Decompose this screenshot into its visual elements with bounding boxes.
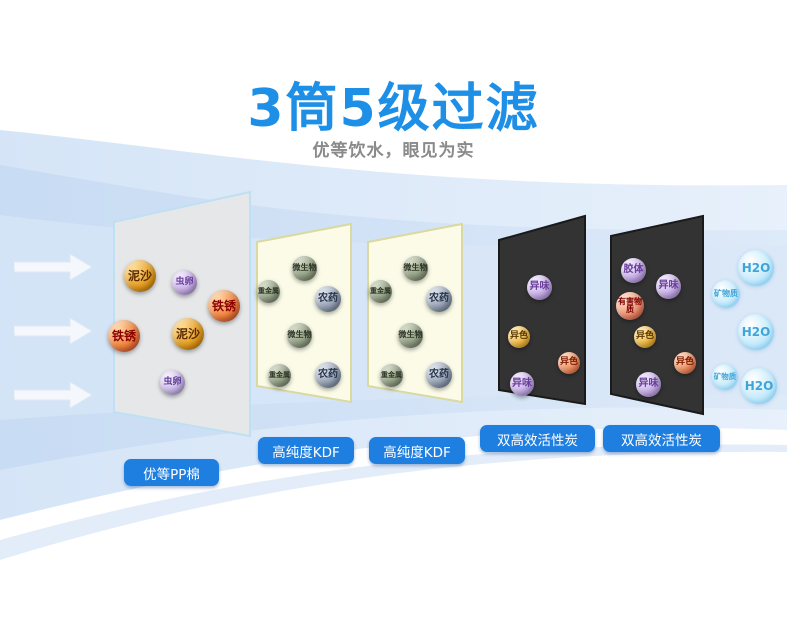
stage-label-kdf: 高纯度KDF <box>369 437 465 464</box>
page-title: 3筒5级过滤 <box>247 79 540 139</box>
particle-rust: 铁锈 <box>208 290 240 322</box>
particle-pesticide: 农药 <box>315 362 341 388</box>
stage-label-activated-carbon: 双高效活性炭 <box>480 425 595 452</box>
particle-harmful-substances: 有害物质 <box>616 292 644 320</box>
output-water-molecule: H2O <box>738 314 774 350</box>
particle-sediment: 泥沙 <box>172 318 204 350</box>
flow-arrow-icon <box>14 317 92 345</box>
output-water-molecule: H2O <box>741 368 777 404</box>
particle-insect-eggs: 虫卵 <box>172 270 197 295</box>
kdf-filter-panel <box>367 222 463 404</box>
particle-heavy-metal: 重金属 <box>268 364 291 387</box>
particle-microbes: 微生物 <box>287 323 312 348</box>
particle-odor: 异味 <box>527 275 552 300</box>
particle-heavy-metal: 重金属 <box>369 280 392 303</box>
stage-label-activated-carbon: 双高效活性炭 <box>603 425 720 452</box>
particle-discoloration: 异色 <box>634 326 656 348</box>
particle-microbes: 微生物 <box>292 256 317 281</box>
particle-microbes: 微生物 <box>398 323 423 348</box>
stage-label-pp-cotton: 优等PP棉 <box>124 459 219 486</box>
particle-heavy-metal: 重金属 <box>257 280 280 303</box>
particle-rust: 铁锈 <box>108 320 140 352</box>
particle-microbes: 微生物 <box>403 256 428 281</box>
output-water-molecule: H2O <box>738 250 774 286</box>
particle-insect-eggs: 虫卵 <box>160 370 185 395</box>
particle-odor: 异味 <box>656 274 681 299</box>
particle-sediment: 泥沙 <box>124 260 156 292</box>
output-minerals: 矿物质 <box>712 280 740 308</box>
particle-heavy-metal: 重金属 <box>380 364 403 387</box>
particle-discoloration: 异色 <box>508 326 530 348</box>
stage-label-kdf: 高纯度KDF <box>258 437 354 464</box>
particle-odor: 异味 <box>510 372 534 396</box>
activated-carbon-filter-panel <box>498 214 586 406</box>
output-minerals: 矿物质 <box>712 364 738 390</box>
particle-colloid: 胶体 <box>621 258 646 283</box>
particle-pesticide: 农药 <box>315 286 341 312</box>
particle-pesticide: 农药 <box>426 362 452 388</box>
flow-arrow-icon <box>14 381 92 409</box>
particle-discoloration: 异色 <box>674 352 696 374</box>
page-subtitle: 优等饮水，眼见为实 <box>312 141 475 161</box>
particle-odor: 异味 <box>636 372 661 397</box>
flow-arrow-icon <box>14 253 92 281</box>
kdf-filter-panel <box>256 222 352 404</box>
particle-discoloration: 异色 <box>558 352 580 374</box>
particle-pesticide: 农药 <box>426 286 452 312</box>
